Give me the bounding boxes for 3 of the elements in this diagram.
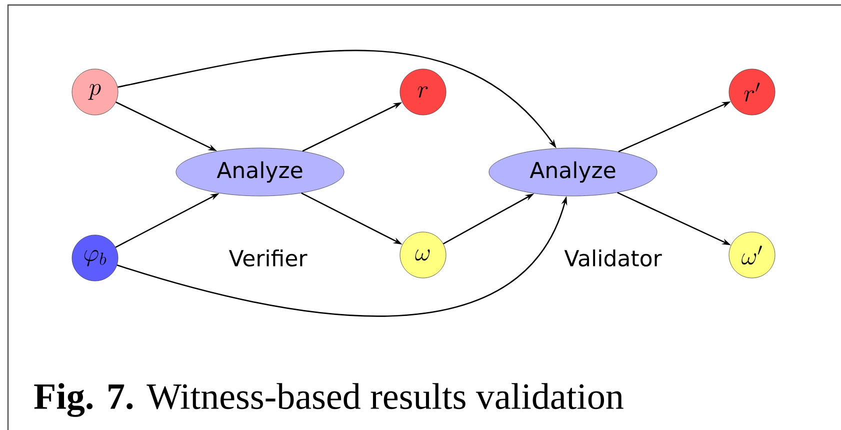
role-label: Validator bbox=[564, 249, 662, 266]
caption: Fig. 7. Witness-based results validation bbox=[34, 383, 624, 417]
role-label: Verifier bbox=[228, 249, 308, 266]
